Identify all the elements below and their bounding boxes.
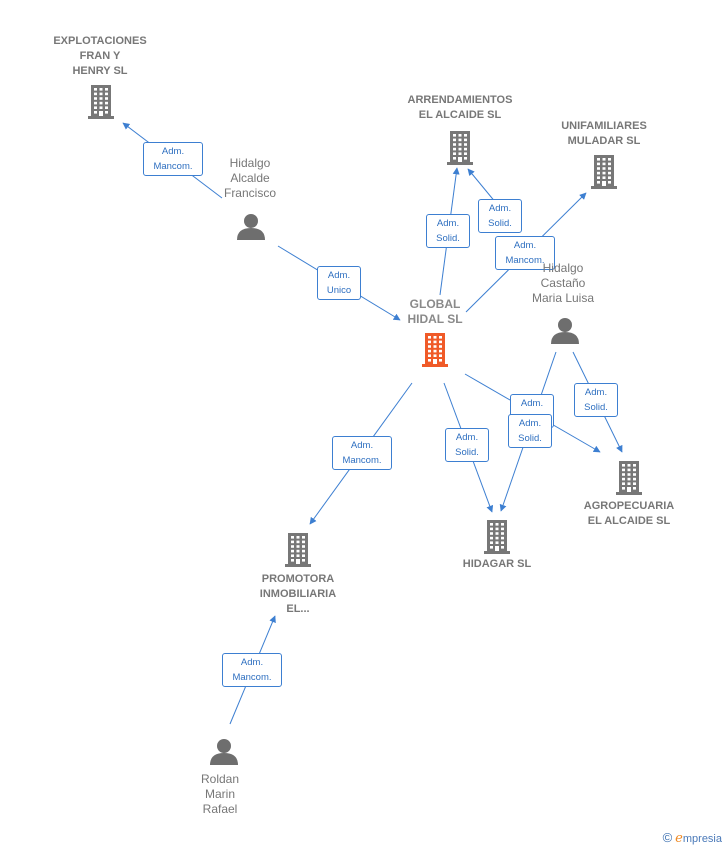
company-name-agropecuaria[interactable]: AGROPECUARIA EL ALCAIDE SL — [583, 500, 675, 527]
person-icon[interactable] — [237, 214, 265, 240]
brand-initial: e — [675, 831, 683, 846]
edge-role-tag[interactable]: Adm. Mancom. — [495, 236, 555, 270]
company-name-hidagar[interactable]: HIDAGAR SL — [462, 558, 532, 570]
edge-role-tag[interactable]: Adm. Solid. — [574, 383, 618, 417]
company-building-icon[interactable] — [484, 520, 510, 554]
company-name-promotora[interactable]: PROMOTORA INMOBILIARIA EL... — [259, 573, 337, 615]
person-name-hidalgo-alcalde[interactable]: Hidalgo Alcalde Francisco — [223, 156, 276, 200]
edge-role-tag[interactable]: Adm. Solid. — [478, 199, 522, 233]
company-building-icon[interactable] — [285, 533, 311, 567]
edge-role-tag[interactable]: Adm. Mancom. — [332, 436, 392, 470]
company-name-arrendamientos[interactable]: ARRENDAMIENTOS EL ALCAIDE SL — [407, 94, 513, 121]
company-name-unifamiliares[interactable]: UNIFAMILIARES MULADAR SL — [561, 120, 647, 147]
brand-logo: ©empresia — [663, 830, 722, 846]
company-name-global-hidal[interactable]: GLOBAL HIDAL SL — [407, 297, 463, 326]
edge-role-tag[interactable]: Adm. Solid. — [445, 428, 489, 462]
person-name-roldan[interactable]: Roldan Marin Rafael — [200, 772, 240, 816]
edge-role-tag[interactable]: Adm. Mancom. — [143, 142, 203, 176]
company-building-icon[interactable] — [447, 131, 473, 165]
brand-name: mpresia — [682, 833, 722, 845]
edge-role-tag[interactable]: Adm. Unico — [317, 266, 361, 300]
person-name-hidalgo-castano[interactable]: Hidalgo Castaño Maria Luisa — [531, 261, 595, 305]
edge-role-tag[interactable]: Adm. Solid. — [508, 414, 552, 448]
central-company-building-icon[interactable] — [422, 333, 448, 367]
edge-role-tag[interactable]: Adm. Solid. — [426, 214, 470, 248]
company-name-explotaciones[interactable]: EXPLOTACIONES FRAN Y HENRY SL — [53, 35, 147, 77]
copyright-symbol: © — [662, 830, 673, 845]
person-icon[interactable] — [210, 739, 238, 765]
company-building-icon[interactable] — [591, 155, 617, 189]
company-building-icon[interactable] — [88, 85, 114, 119]
company-building-icon[interactable] — [616, 461, 642, 495]
person-icon[interactable] — [551, 318, 579, 344]
edge-role-tag[interactable]: Adm. Mancom. — [222, 653, 282, 687]
